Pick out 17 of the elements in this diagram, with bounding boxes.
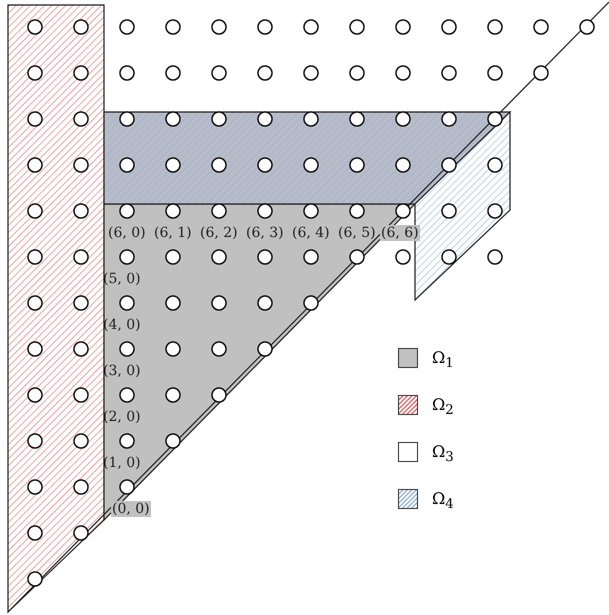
coordinate-label: (6, 6) <box>380 225 420 241</box>
coordinate-label: (2, 0) <box>103 409 141 425</box>
coordinate-label: (6, 4) <box>292 225 330 241</box>
coordinate-label: (6, 5) <box>338 225 376 241</box>
coordinate-label: (5, 0) <box>103 271 141 287</box>
coordinate-label: (4, 0) <box>103 317 141 333</box>
coordinate-label: (6, 2) <box>200 225 238 241</box>
legend-label: Ω$_{2}$ <box>432 396 454 420</box>
coordinate-label: (1, 0) <box>103 455 141 471</box>
legend-label: Ω$_{1}$ <box>432 349 454 374</box>
legend-label: Ω$_{4}$ <box>432 490 454 514</box>
legend-label: Ω$_{3}$ <box>432 443 454 468</box>
coordinate-label: (6, 1) <box>154 225 192 241</box>
coordinate-label: (3, 0) <box>103 363 141 379</box>
coordinate-label: (0, 0) <box>111 501 151 517</box>
coordinate-label: (6, 0) <box>108 225 146 241</box>
coordinate-label: (6, 3) <box>246 225 284 241</box>
